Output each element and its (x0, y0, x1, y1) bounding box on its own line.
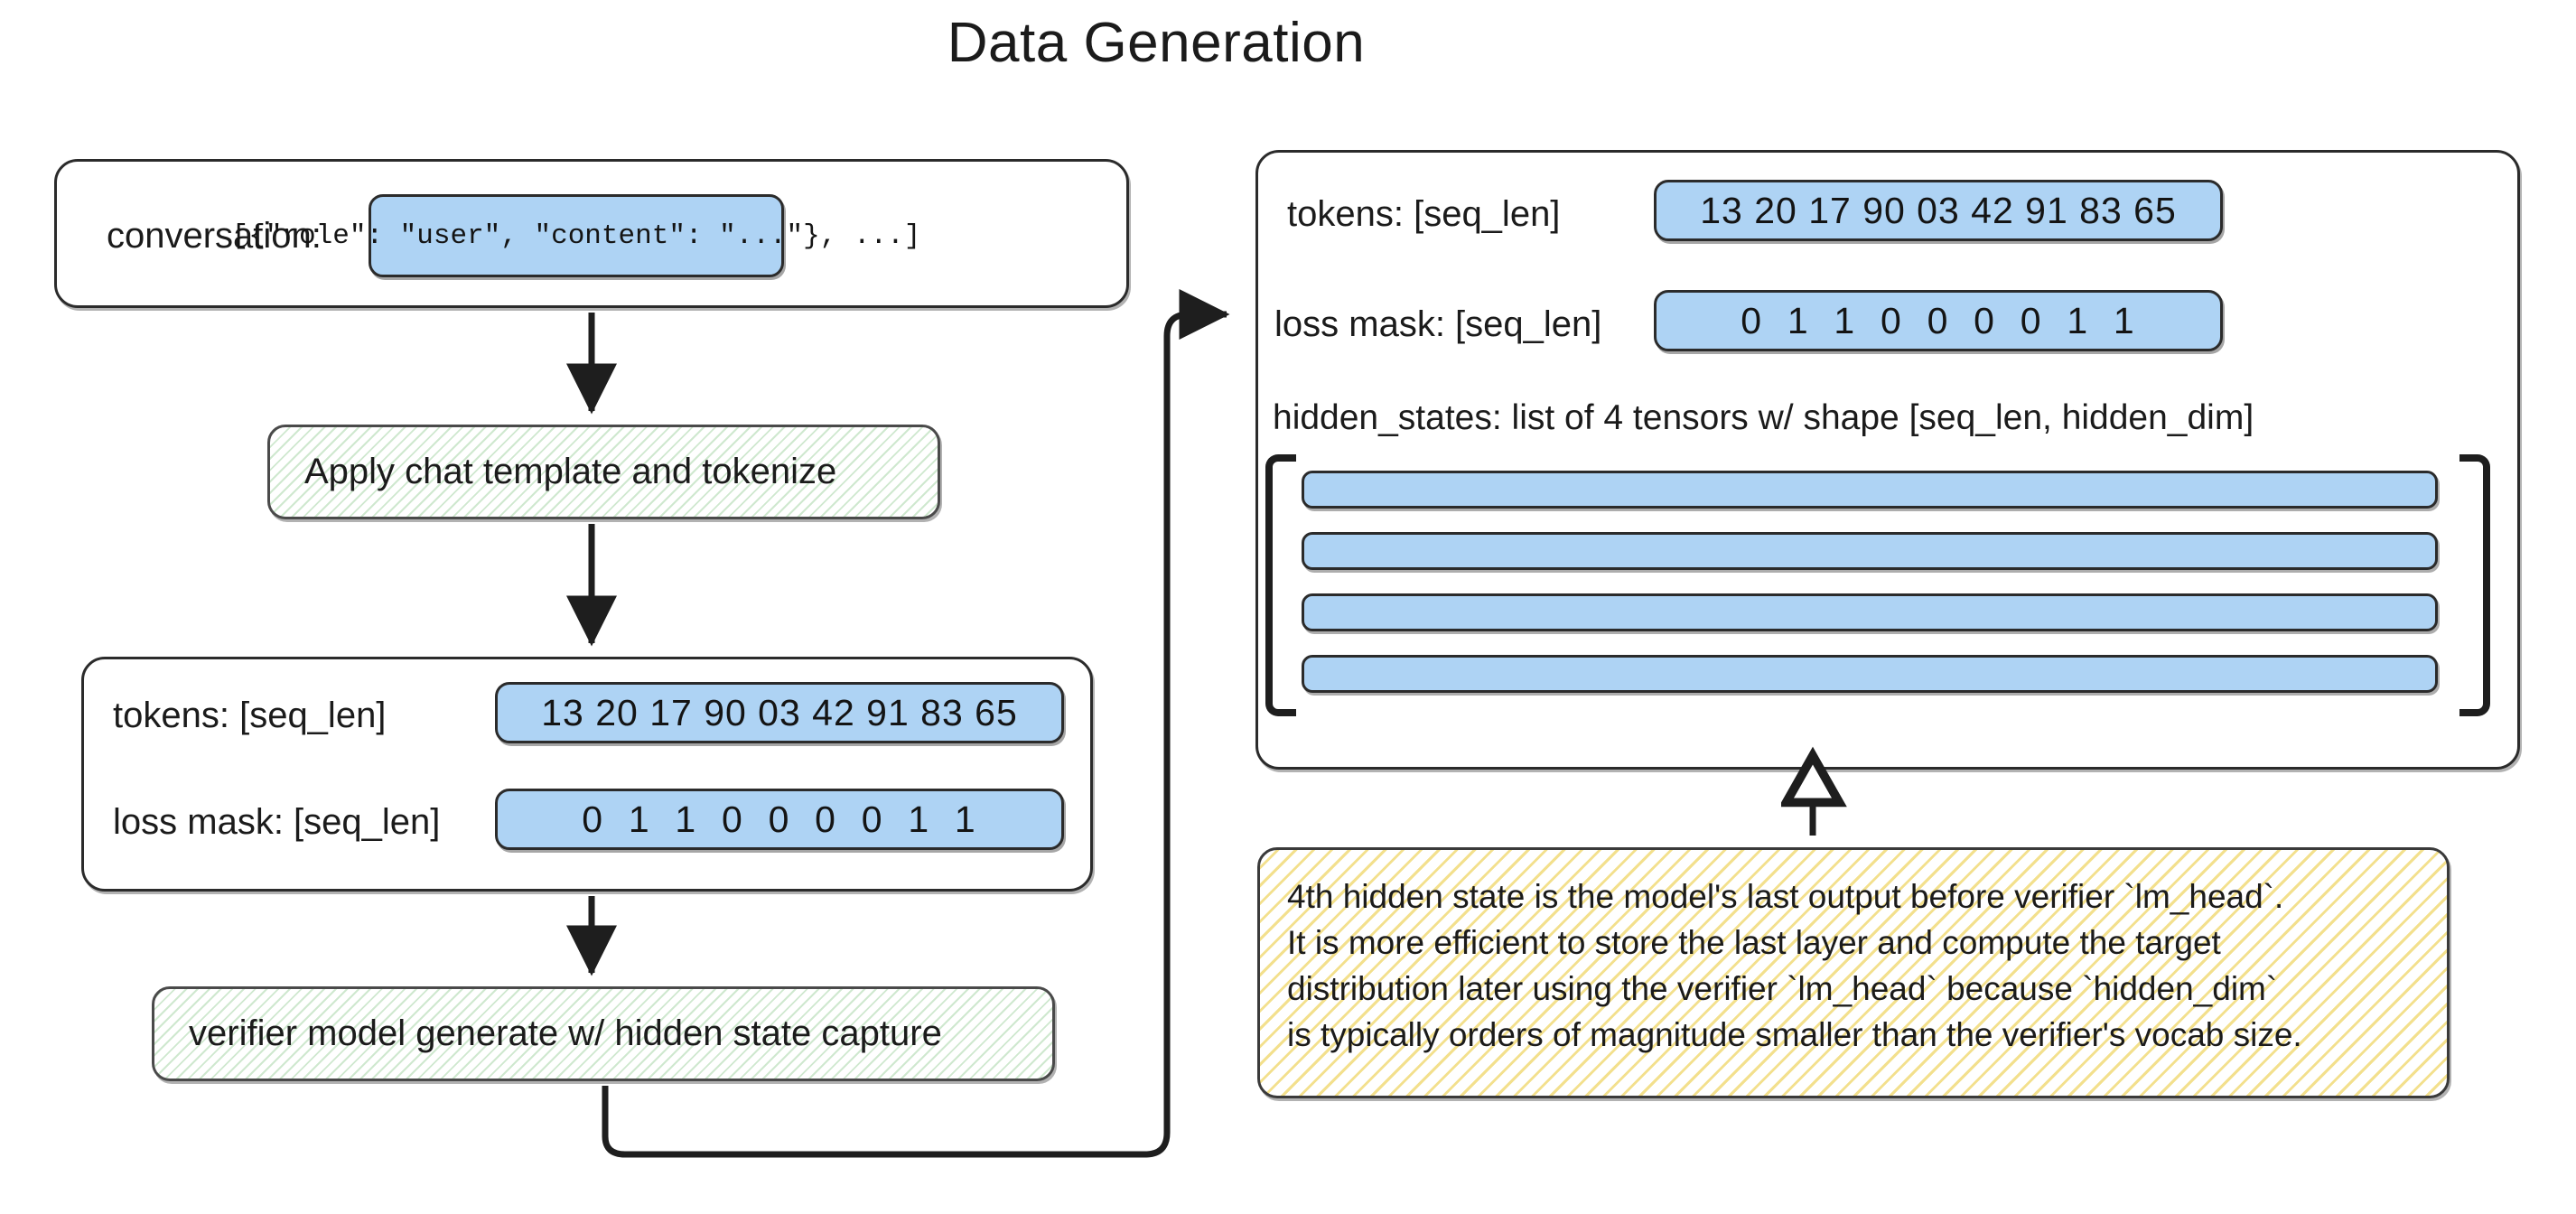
conversation-value-chip: [{"role": "user", "content": "..."}, ...… (232, 194, 920, 277)
conversation-panel: conversation: [{"role": "user", "content… (54, 159, 1129, 308)
loss-mask-value-chip: 0 1 1 0 0 0 0 1 1 (495, 789, 1064, 850)
note-line-2: It is more efficient to store the last l… (1287, 924, 2221, 962)
hidden-state-tensor-bar-4 (1302, 655, 2438, 693)
hidden-states-label: hidden_states: list of 4 tensors w/ shap… (1273, 398, 2254, 437)
tokens-label: tokens: [seq_len] (113, 696, 387, 735)
list-bracket-left-icon (1265, 454, 1296, 716)
hidden-state-tensor-bar-2 (1302, 532, 2438, 570)
list-bracket-right-icon (2459, 454, 2490, 716)
page-title: Data Generation (947, 12, 1366, 74)
note-line-1: 4th hidden state is the model's last out… (1287, 878, 2284, 915)
loss-mask-label: loss mask: [seq_len] (113, 802, 441, 842)
generation-output-panel: tokens: [seq_len] 13 20 17 90 03 42 91 8… (1255, 150, 2520, 770)
tokens-lossmask-panel: tokens: [seq_len] 13 20 17 90 03 42 91 8… (81, 657, 1093, 892)
conversation-label: conversation: (107, 216, 322, 256)
output-tokens-value-chip: 13 20 17 90 03 42 91 83 65 (1654, 180, 2223, 241)
output-tokens-label: tokens: [seq_len] (1287, 194, 1561, 234)
hidden-state-tensor-bar-1 (1302, 471, 2438, 509)
tokens-value-chip: 13 20 17 90 03 42 91 83 65 (495, 682, 1064, 743)
hidden-state-tensor-bar-3 (1302, 593, 2438, 631)
explanatory-note: 4th hidden state is the model's last out… (1257, 847, 2450, 1098)
process-apply-chat-template: Apply chat template and tokenize (267, 425, 940, 519)
output-loss-mask-label: loss mask: [seq_len] (1274, 304, 1602, 344)
note-line-4: is typically orders of magnitude smaller… (1287, 1016, 2302, 1054)
output-loss-mask-value-chip: 0 1 1 0 0 0 0 1 1 (1654, 290, 2223, 351)
process-verifier-generate: verifier model generate w/ hidden state … (152, 986, 1055, 1081)
note-line-3: distribution later using the verifier `l… (1287, 970, 2278, 1008)
